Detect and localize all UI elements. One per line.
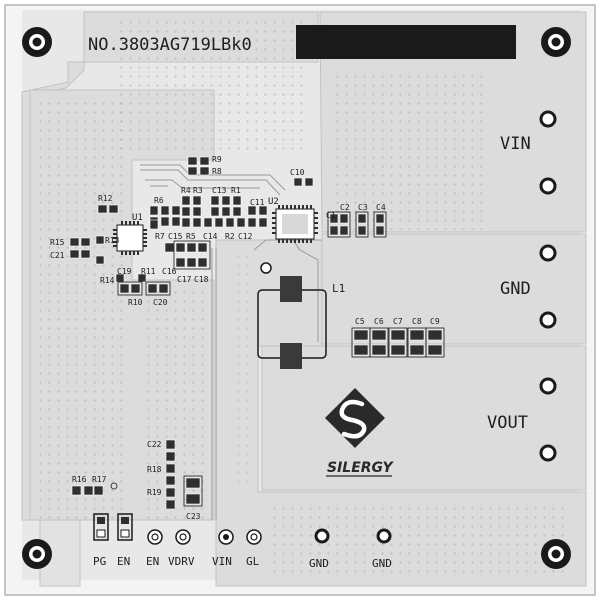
net-label-vin: VIN bbox=[500, 134, 531, 154]
refdes-r15: R15 bbox=[50, 238, 65, 247]
gnd-terminal-1 bbox=[539, 244, 557, 262]
mounting-hole-bottom-left bbox=[22, 539, 52, 569]
label-pg: PG bbox=[93, 555, 106, 568]
bottom-labels: PG EN EN VDRV VIN GL GND GND bbox=[93, 555, 392, 570]
refdes-r19: R19 bbox=[147, 488, 162, 497]
bottom-gnd-pour bbox=[215, 239, 587, 587]
vin-terminal-2 bbox=[539, 177, 557, 195]
en-header bbox=[117, 513, 133, 541]
refdes-c4: C4 bbox=[376, 203, 386, 212]
refdes-r9: R9 bbox=[212, 155, 222, 164]
bottom-connectors bbox=[93, 513, 392, 545]
refdes-r11: R11 bbox=[141, 267, 156, 276]
refdes-r10: R10 bbox=[128, 298, 143, 307]
refdes-r8: R8 bbox=[212, 167, 222, 176]
refdes-r7: R7 bbox=[155, 232, 165, 241]
vout-terminal-2 bbox=[539, 444, 557, 462]
brand-text: SILERGY bbox=[327, 460, 394, 476]
ic-u1 bbox=[113, 221, 147, 255]
refdes-r12: R12 bbox=[98, 194, 113, 203]
label-block bbox=[296, 25, 516, 59]
refdes-c6: C6 bbox=[374, 317, 384, 326]
refdes-c5: C5 bbox=[355, 317, 365, 326]
refdes-c17: C17 bbox=[177, 275, 192, 284]
label-en-1: EN bbox=[117, 555, 130, 568]
via-fields bbox=[36, 20, 570, 575]
net-label-gnd: GND bbox=[500, 279, 531, 299]
mounting-holes bbox=[22, 27, 571, 569]
refdes-c7: C7 bbox=[393, 317, 403, 326]
refdes-l1: L1 bbox=[332, 282, 345, 295]
refdes-c19: C19 bbox=[117, 267, 132, 276]
left-pour bbox=[21, 11, 319, 521]
gnd-terminal-3 bbox=[314, 528, 330, 544]
refdes-c10: C10 bbox=[290, 168, 305, 177]
refdes-r17: R17 bbox=[92, 475, 107, 484]
label-gnd-1: GND bbox=[309, 557, 329, 570]
label-vdrv: VDRV bbox=[168, 555, 195, 568]
refdes-u2: U2 bbox=[268, 197, 279, 207]
refdes-c15: C15 bbox=[168, 232, 183, 241]
mounting-hole-top-right bbox=[541, 27, 571, 57]
refdes-c16: C16 bbox=[162, 267, 177, 276]
mounting-hole-top-left bbox=[22, 27, 52, 57]
refdes-c11: C11 bbox=[250, 198, 265, 207]
refdes-c21: C21 bbox=[50, 251, 65, 260]
refdes-c13: C13 bbox=[212, 186, 227, 195]
pg-header bbox=[93, 513, 109, 541]
refdes-c18: C18 bbox=[194, 275, 209, 284]
refdes-r5: R5 bbox=[186, 232, 196, 241]
terminal-pads bbox=[539, 110, 557, 462]
refdes-r1: R1 bbox=[231, 186, 241, 195]
ic-u2 bbox=[272, 205, 318, 243]
label-vin: VIN bbox=[212, 555, 232, 568]
refdes-c14: C14 bbox=[203, 232, 218, 241]
gnd-terminal-4 bbox=[376, 528, 392, 544]
vin-terminal-1 bbox=[539, 110, 557, 128]
gnd-terminal-2 bbox=[539, 311, 557, 329]
refdes-r14: R14 bbox=[100, 276, 115, 285]
refdes-c2: C2 bbox=[340, 203, 350, 212]
refdes-c20: C20 bbox=[153, 298, 168, 307]
refdes-r6: R6 bbox=[154, 196, 164, 205]
refdes-c22: C22 bbox=[147, 440, 162, 449]
refdes-c9: C9 bbox=[430, 317, 440, 326]
vout-pour bbox=[260, 345, 587, 491]
mounting-hole-bottom-right bbox=[541, 539, 571, 569]
label-gl: GL bbox=[246, 555, 260, 568]
label-gnd-2: GND bbox=[372, 557, 392, 570]
refdes-c1: C1 bbox=[326, 211, 336, 220]
refdes-r2: R2 bbox=[225, 232, 235, 241]
passive-pads bbox=[69, 156, 443, 510]
label-en-2: EN bbox=[146, 555, 159, 568]
brand-logo: SILERGY bbox=[325, 388, 394, 477]
refdes-r13: R13 bbox=[105, 236, 120, 245]
refdes-r16: R16 bbox=[72, 475, 87, 484]
refdes-c23: C23 bbox=[186, 512, 201, 521]
refdes-labels: R9 R8 R4 R3 C13 R1 R6 C11 C10 R7 C15 R5 … bbox=[50, 155, 440, 521]
refdes-r4: R4 bbox=[181, 186, 191, 195]
refdes-c8: C8 bbox=[412, 317, 422, 326]
refdes-u1: U1 bbox=[132, 213, 143, 223]
refdes-r3: R3 bbox=[193, 186, 203, 195]
refdes-c12: C12 bbox=[238, 232, 253, 241]
refdes-c3: C3 bbox=[358, 203, 368, 212]
inductor-l1 bbox=[257, 262, 327, 369]
part-number: NO.3803AG719LBk0 bbox=[88, 35, 252, 55]
net-label-vout: VOUT bbox=[487, 413, 528, 433]
vout-terminal-1 bbox=[539, 377, 557, 395]
component-outlines bbox=[110, 211, 445, 507]
refdes-r18: R18 bbox=[147, 465, 162, 474]
